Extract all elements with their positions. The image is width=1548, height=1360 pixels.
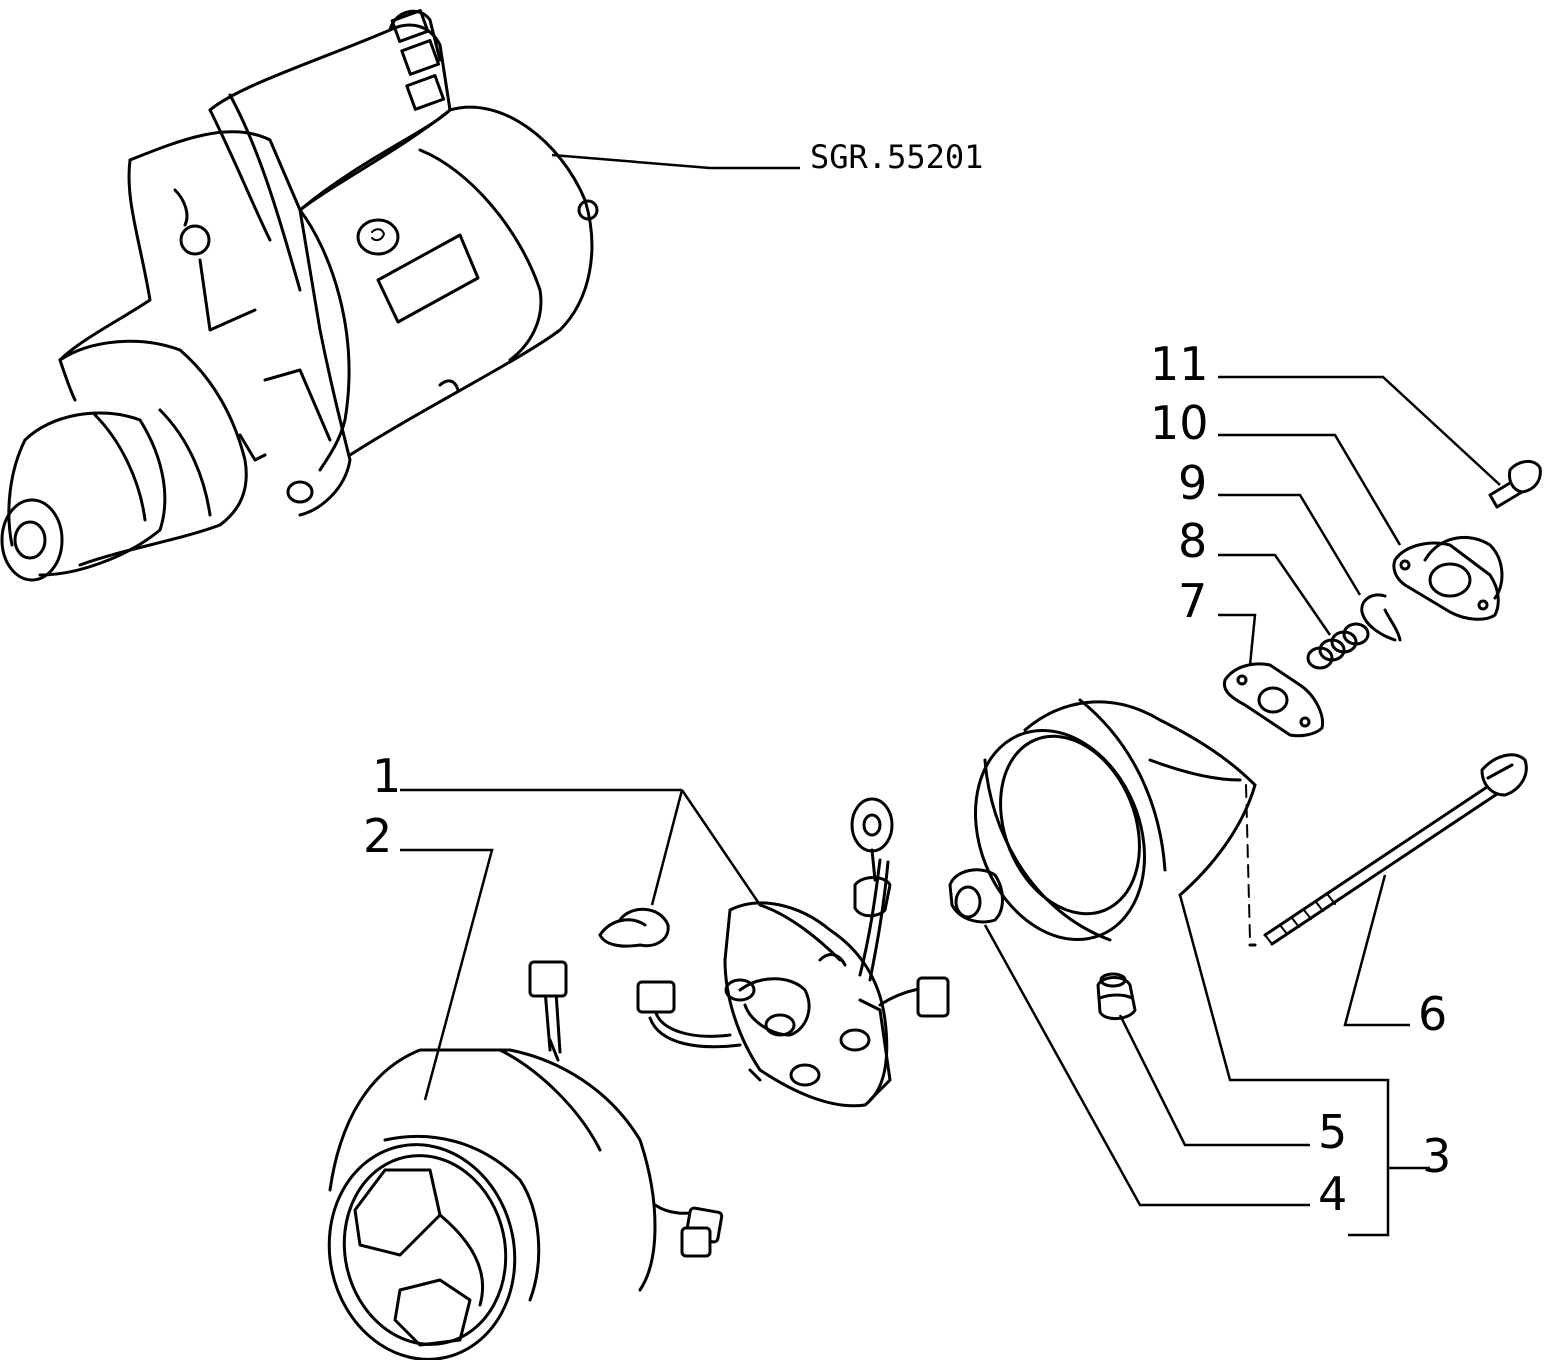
part-10-cap: [1392, 535, 1504, 621]
part-11-screw: [1488, 460, 1542, 509]
callout-7: 7: [1178, 574, 1207, 628]
part-5-grommet: [1096, 972, 1137, 1020]
callout-6: 6: [1418, 987, 1447, 1041]
part-8-spring: [1306, 622, 1370, 670]
callout-4: 4: [1318, 1167, 1347, 1221]
part-7-gasket: [1222, 662, 1325, 738]
callout-8: 8: [1178, 514, 1207, 568]
callout-10: 10: [1150, 396, 1209, 450]
leader-lines: [400, 375, 1501, 1237]
part-6-through-bolt: [1263, 753, 1528, 946]
part-3-end-cover: [974, 698, 1257, 947]
callout-1: 1: [372, 749, 401, 803]
reference-leader: [551, 153, 800, 170]
part-1-brush-holder: [636, 797, 950, 1108]
part-4-bushing: [948, 868, 1004, 924]
callout-3: 3: [1422, 1129, 1451, 1183]
callout-2: 2: [363, 809, 392, 863]
callout-5: 5: [1318, 1105, 1347, 1159]
starter-motor-assembly: [0, 9, 599, 582]
reference-code: SGR.55201: [810, 138, 983, 176]
callout-11: 11: [1150, 337, 1209, 391]
part-9-clip: [1360, 593, 1402, 642]
part-1-brush-spring: [598, 907, 670, 948]
callout-9: 9: [1178, 456, 1207, 510]
part-2-field-frame: [327, 960, 724, 1360]
